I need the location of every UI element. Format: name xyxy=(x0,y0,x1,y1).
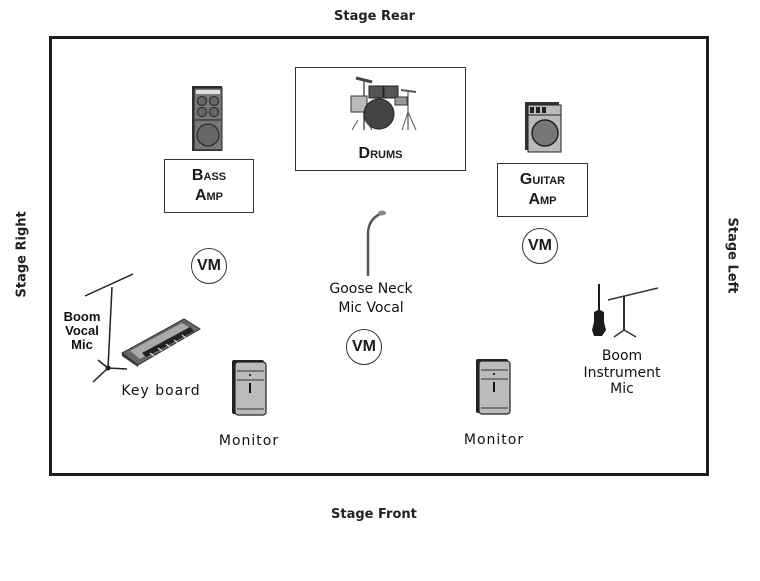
stage-left-label: Stage Left xyxy=(724,217,740,294)
vocal-monitor-center: VM xyxy=(346,329,382,365)
stage-area xyxy=(49,36,709,476)
drum-kit-icon xyxy=(350,76,417,131)
bass-amp-box: Bass Amp xyxy=(164,159,254,213)
guitar-amp-box: Guitar Amp xyxy=(497,163,588,217)
guitar-amp-label-line1: Guitar xyxy=(519,171,566,188)
boom-vocal-mic-label-line1: Boom xyxy=(63,309,101,324)
boom-instrument-mic-label-line3: Mic xyxy=(610,381,634,397)
boom-instrument-mic-label-line2: Instrument xyxy=(583,365,661,381)
keyboard-icon xyxy=(121,318,201,367)
boom-instrument-mic-label-line1: Boom xyxy=(601,348,643,364)
vocal-monitor-left: VM xyxy=(191,248,227,284)
goose-neck-mic-label-line2: Mic Vocal xyxy=(338,300,404,316)
guitar-amp-label-line2: Amp xyxy=(528,191,557,208)
bass-amp-cabinet-icon xyxy=(192,86,223,151)
guitar-amp-icon xyxy=(525,102,562,153)
monitor-right-label: Monitor xyxy=(463,432,525,448)
boom-mic-stand-icon xyxy=(84,273,134,383)
monitor-speaker-icon xyxy=(232,360,267,416)
boom-vocal-mic-label-line3: Mic xyxy=(71,337,93,352)
bass-amp-label-line2: Amp xyxy=(194,187,224,204)
boom-vocal-mic-label-line2: Vocal xyxy=(65,323,99,338)
goose-neck-mic-icon xyxy=(366,210,386,276)
stage-rear-label: Stage Rear xyxy=(334,9,416,24)
stage-front-label: Stage Front xyxy=(331,507,417,522)
bass-amp-label-line1: Bass xyxy=(191,167,227,184)
keyboard-label: Key board xyxy=(121,383,201,399)
monitor-speaker-icon xyxy=(476,359,511,415)
vocal-monitor-right: VM xyxy=(522,228,558,264)
guitar-and-mic-stand-icon xyxy=(592,284,659,338)
drums-label: Drums xyxy=(358,145,403,162)
stage-right-label: Stage Right xyxy=(14,211,30,298)
goose-neck-mic-label-line1: Goose Neck xyxy=(329,281,413,297)
drums-box: Drums xyxy=(295,67,466,171)
monitor-left-label: Monitor xyxy=(218,433,280,449)
